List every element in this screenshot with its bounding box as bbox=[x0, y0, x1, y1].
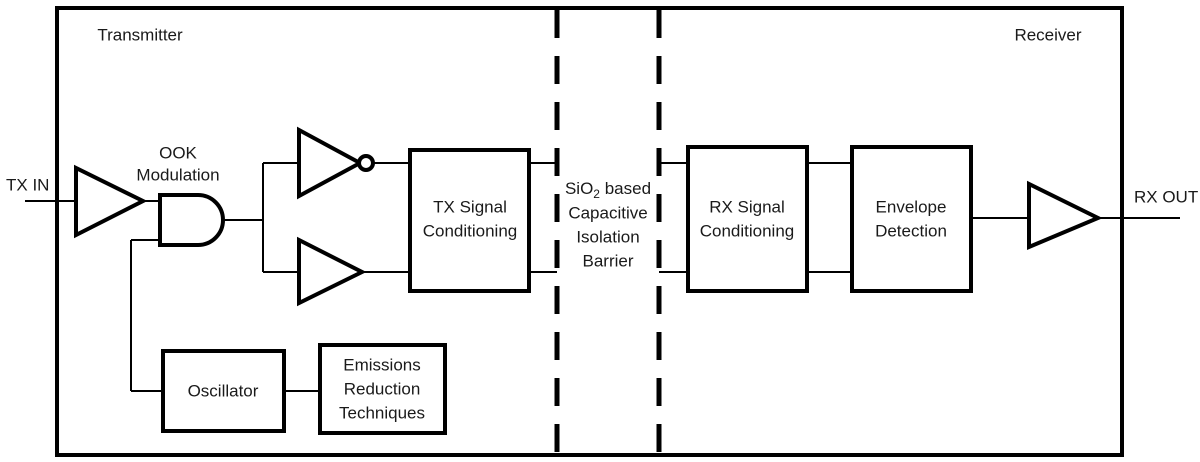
emissions-reduction-block bbox=[318, 343, 447, 435]
barrier-sio2-subscript: 2 bbox=[593, 187, 600, 201]
tx-signal-conditioning-block bbox=[408, 148, 531, 293]
emissions-reduction-line2: Reduction bbox=[344, 379, 421, 398]
oscillator-label: Oscillator bbox=[188, 381, 259, 400]
transmitter-label: Transmitter bbox=[97, 25, 183, 44]
input-buffer-gate bbox=[74, 164, 148, 239]
rx-out-label: RX OUT bbox=[1134, 187, 1198, 206]
tx-signal-conditioning-line1: TX Signal bbox=[433, 197, 507, 216]
barrier-label-line3: Isolation bbox=[576, 227, 639, 246]
barrier-based-text: based bbox=[600, 179, 651, 198]
tx-signal-conditioning-line2: Conditioning bbox=[423, 221, 518, 240]
emissions-reduction-line3: Techniques bbox=[339, 403, 425, 422]
barrier-label-line4: Barrier bbox=[582, 251, 633, 270]
and-gate bbox=[158, 193, 225, 247]
tx-in-label: TX IN bbox=[6, 175, 49, 194]
chip-outline bbox=[55, 6, 1124, 457]
barrier-label-line1: SiO2 based bbox=[565, 179, 651, 201]
inverter-bubble-icon bbox=[357, 154, 375, 172]
rx-signal-conditioning-line1: RX Signal bbox=[709, 197, 785, 216]
rx-signal-conditioning-line2: Conditioning bbox=[700, 221, 795, 240]
non-inverting-driver-gate bbox=[297, 236, 367, 307]
envelope-detection-line1: Envelope bbox=[876, 197, 947, 216]
ook-modulation-line1: OOK bbox=[159, 143, 197, 162]
receiver-label: Receiver bbox=[1014, 25, 1081, 44]
inverting-driver-gate bbox=[297, 126, 365, 200]
envelope-detection-block bbox=[850, 145, 973, 293]
oscillator-block bbox=[161, 349, 286, 433]
rx-signal-conditioning-block bbox=[686, 145, 809, 293]
barrier-sio2-text: SiO bbox=[565, 179, 593, 198]
barrier-label-line2: Capacitive bbox=[568, 203, 647, 222]
ook-modulation-line2: Modulation bbox=[136, 165, 219, 184]
emissions-reduction-line1: Emissions bbox=[343, 355, 420, 374]
envelope-detection-line2: Detection bbox=[875, 221, 947, 240]
output-buffer-gate bbox=[1027, 180, 1103, 251]
